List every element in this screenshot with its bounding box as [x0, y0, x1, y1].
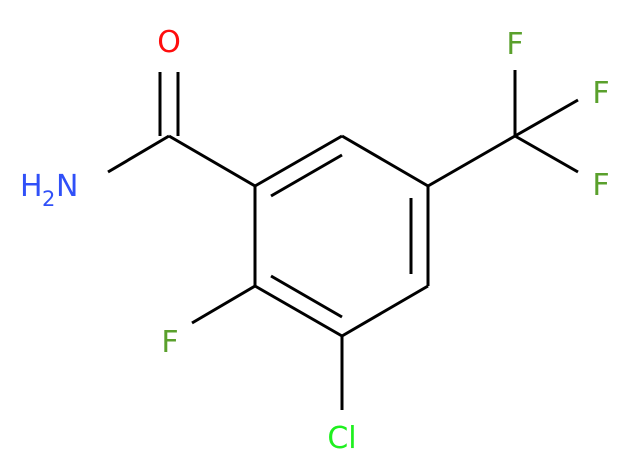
ring-bond-c4-c5: [341, 284, 429, 338]
amine-label: H 2 N: [20, 169, 78, 211]
oxygen-label: O: [157, 25, 181, 60]
cf3-fluorine-top-label: F: [506, 27, 523, 62]
bond-cf3-f-lower: [514, 134, 579, 174]
amide-group: [107, 72, 256, 188]
cf3-fluorine-lower-label: F: [592, 168, 609, 203]
cf3-fluorine-right-label: F: [592, 76, 609, 111]
bond-cf3-f-right: [514, 98, 579, 138]
amine-subscript: 2: [42, 187, 55, 211]
bond-ring-carbonyl: [168, 134, 256, 188]
ring-bond-c2-c3: [341, 134, 429, 188]
ring-bond-c1-c2-inner: [270, 153, 343, 198]
ring-fluorine-label: F: [161, 325, 178, 360]
bond-carbonyl-nitrogen: [107, 134, 170, 174]
amine-h: H: [20, 169, 43, 204]
chlorine-label: Cl: [327, 421, 356, 456]
bond-ring-fluorine: [191, 284, 256, 325]
ring-bond-c5-c6: [254, 284, 343, 338]
ring-bond-c5-c6-inner: [270, 274, 343, 319]
bond-ring-cf3: [427, 134, 516, 188]
amine-n: N: [56, 169, 78, 204]
ring-bond-c1-c2: [254, 134, 343, 188]
benzene-ring: [253, 134, 430, 338]
